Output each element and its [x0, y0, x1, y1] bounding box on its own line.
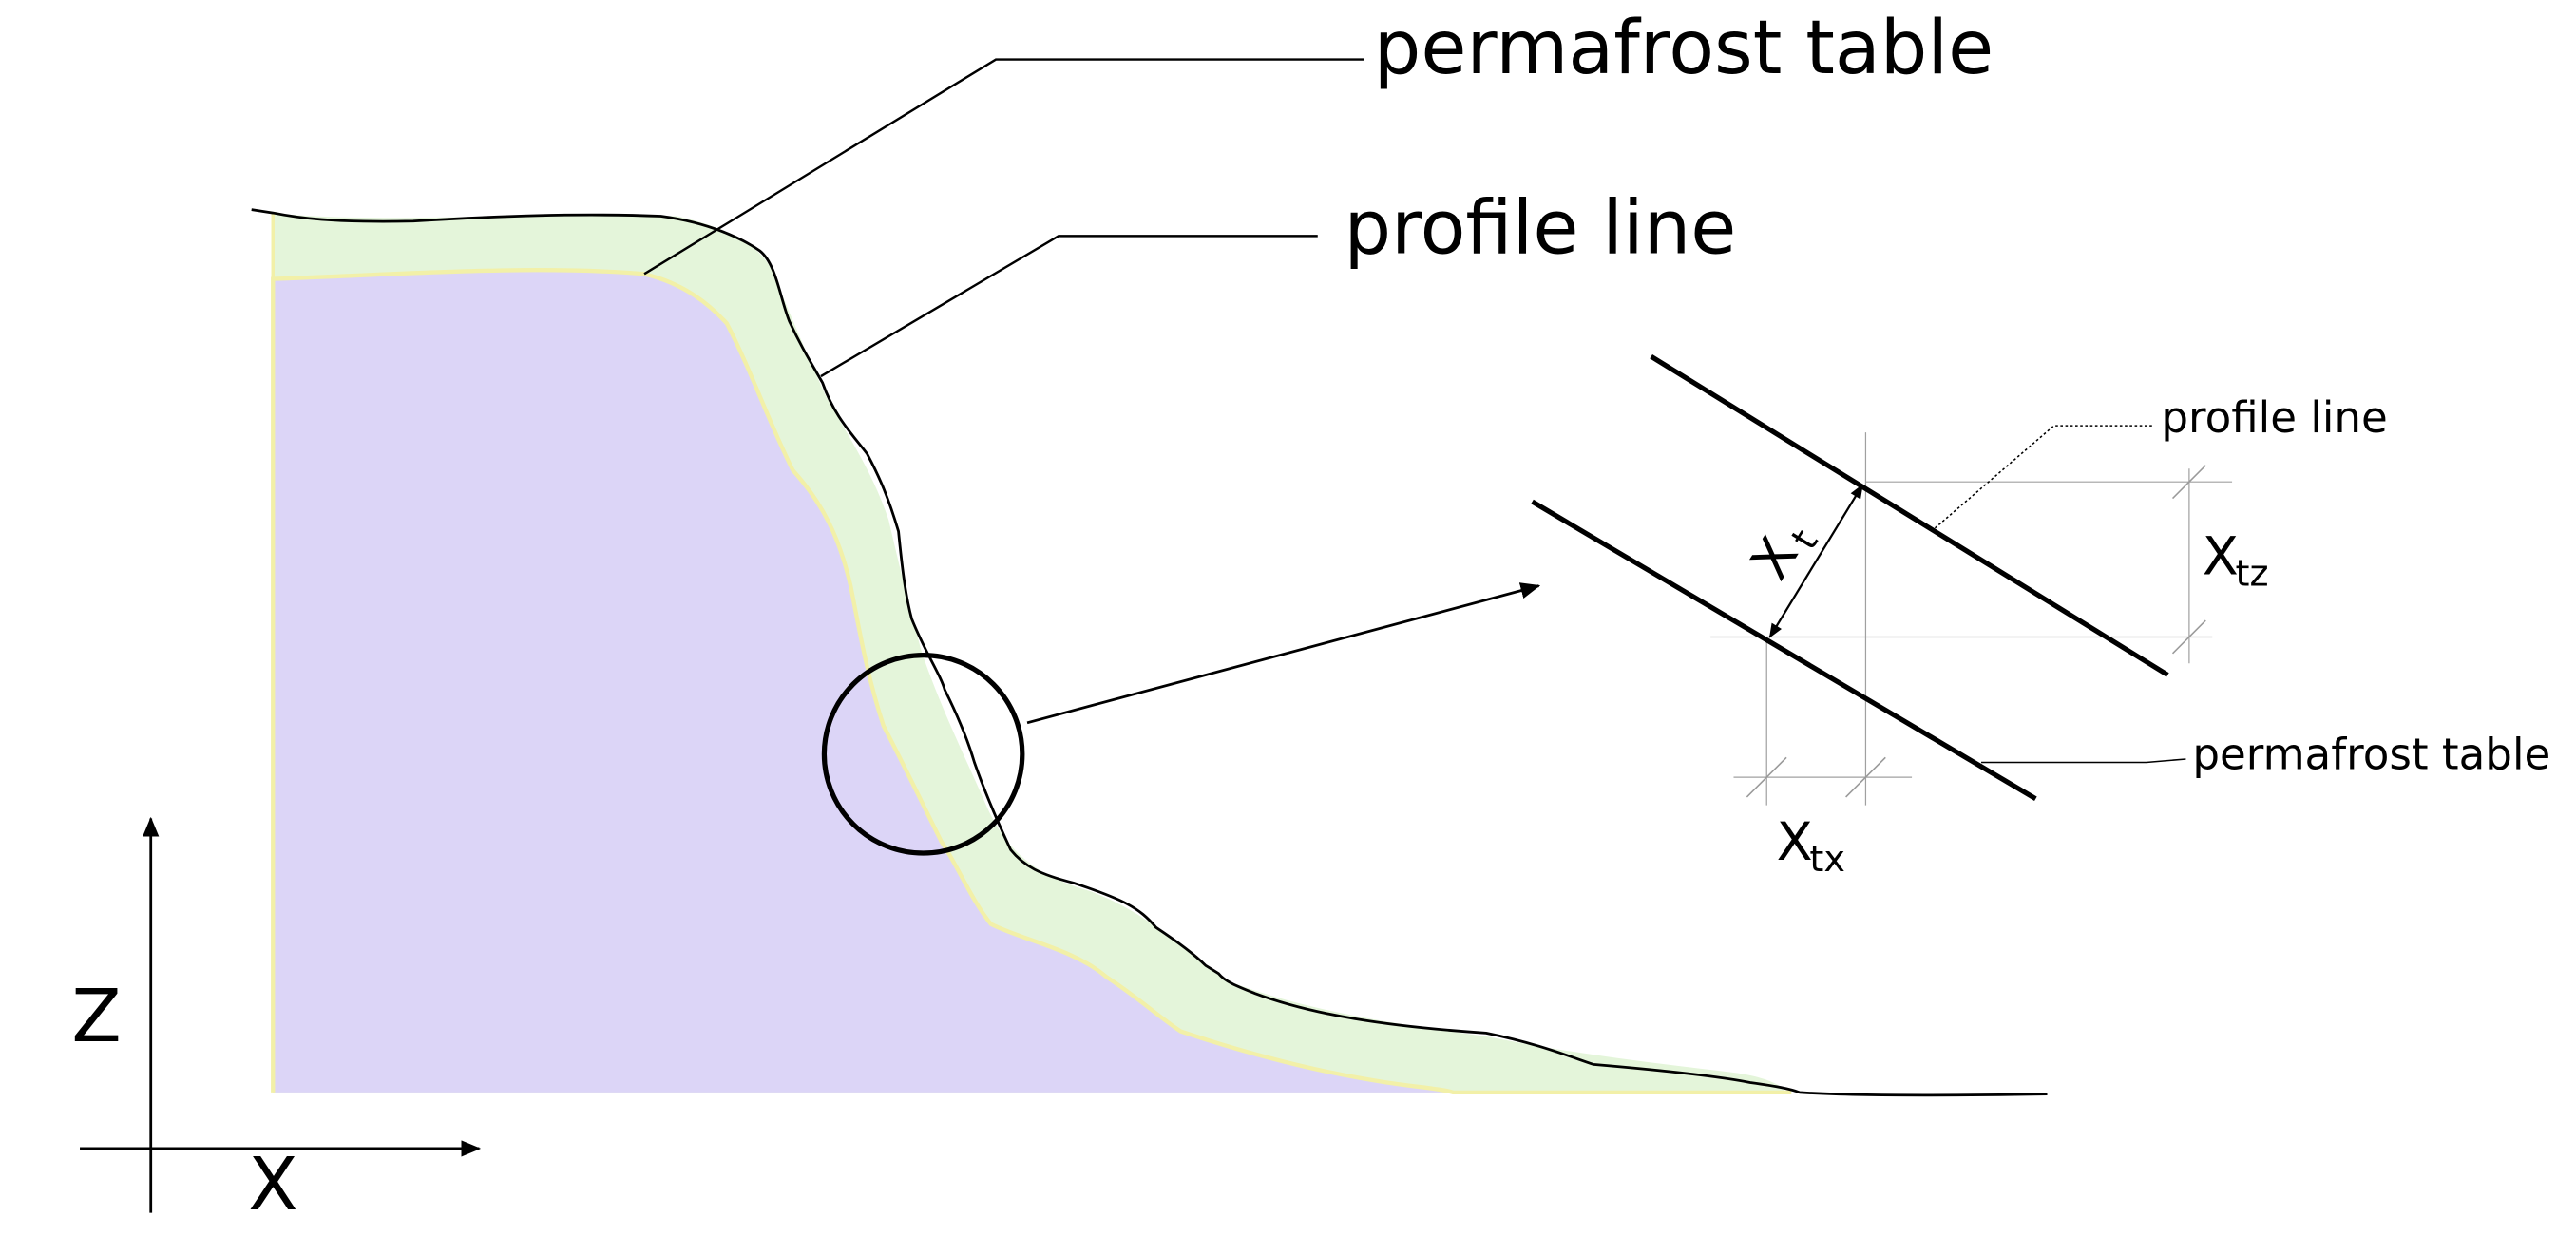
leader-main-permafrost-table: [643, 58, 1364, 276]
symbol-xtz-main: X: [2203, 525, 2239, 587]
permafrost-area: [273, 270, 1454, 1093]
label-detail-permafrost-table: permafrost table: [2192, 729, 2550, 779]
detail-pointer-arrow: [1026, 582, 1541, 725]
label-main-profile-line: profile line: [1345, 184, 1737, 271]
leader-detail-profile-line: [1934, 425, 2153, 529]
label-detail-profile-line: profile line: [2161, 392, 2387, 443]
leader-detail-permafrost-table: [1981, 758, 2186, 764]
z-axis-label: Z: [71, 975, 121, 1059]
detail-profile-line: [1650, 353, 2169, 677]
detail-view: X t X tz X tx profile line permafrost ta…: [1531, 353, 2550, 881]
permafrost-table-line: [271, 268, 1792, 1095]
magnifier-circle: [821, 652, 1025, 856]
detail-guide-lines: [1710, 432, 2233, 806]
thickness-arrow: [1768, 484, 1863, 638]
ground-profile-line: [251, 208, 2048, 1097]
x-axis-label: X: [248, 1143, 297, 1227]
main-cross-section: [251, 208, 2048, 1097]
label-main-permafrost-table: permafrost table: [1374, 5, 1994, 91]
coordinate-axes: Z X: [71, 816, 482, 1227]
leader-main-profile-line: [820, 235, 1318, 378]
symbol-xtx-sub: tx: [1809, 839, 1845, 881]
symbol-xt: X t: [1739, 523, 1826, 590]
main-labels: permafrost table profile line: [643, 5, 1994, 378]
symbol-xtx-main: X: [1777, 811, 1813, 873]
symbol-xtz-sub: tz: [2236, 554, 2269, 596]
detail-permafrost-table-line: [1531, 499, 2037, 801]
detail-tick-marks: [1746, 465, 2206, 798]
